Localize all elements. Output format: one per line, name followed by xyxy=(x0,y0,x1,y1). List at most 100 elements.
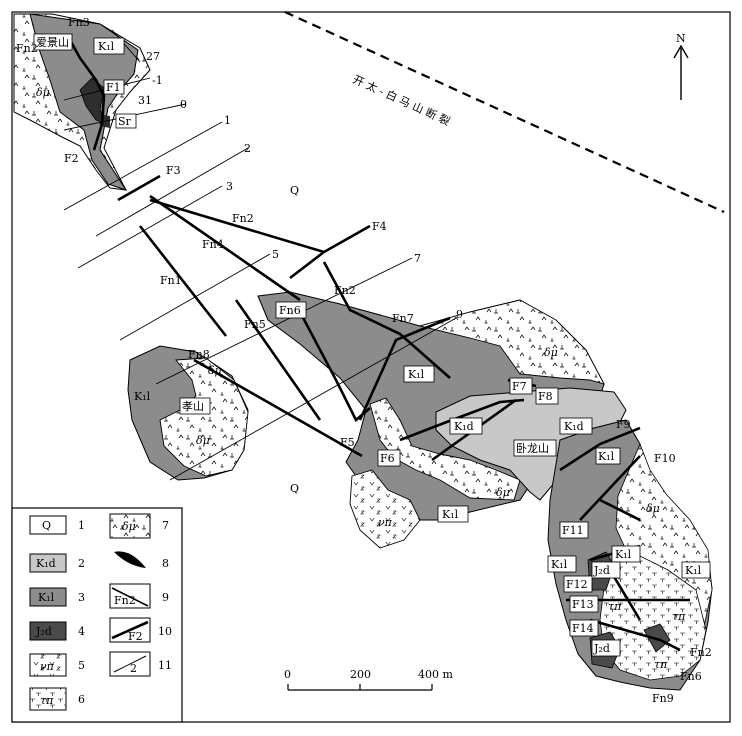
fault-label-fn2: Fn2 xyxy=(232,212,254,225)
unit-tpi: τπ xyxy=(608,600,622,613)
north-label: N xyxy=(676,32,686,45)
fault-label-f14: F14 xyxy=(572,622,594,635)
legend-number: 10 xyxy=(158,625,172,638)
legend-number: 3 xyxy=(78,591,85,604)
legend-symbol: 2 xyxy=(130,662,137,675)
fault-label-fn7: Fn7 xyxy=(392,312,414,325)
fault-label-fn1: Fn1 xyxy=(160,274,182,287)
fault-label-fn2: Fn2 xyxy=(334,284,356,297)
section-numbers: 27 -1 31 0 1 2 3 5 7 9 xyxy=(138,50,463,321)
unit-dmu: δμ xyxy=(544,346,558,359)
legend-symbol: K₁d xyxy=(36,557,56,570)
unit-dmu: δμ xyxy=(196,434,210,447)
legend-number: 2 xyxy=(78,557,85,570)
legend-number: 7 xyxy=(162,519,169,532)
legend-number: 9 xyxy=(162,591,169,604)
fault-label-fn6: Fn6 xyxy=(279,304,301,317)
legend-swatch-vpi xyxy=(29,653,67,677)
legend-swatch-q xyxy=(29,515,67,535)
section-number: 1 xyxy=(224,114,231,127)
legend-symbol: F2 xyxy=(128,630,143,643)
legend-frame xyxy=(11,507,183,723)
fault-label-fn4: Fn4 xyxy=(202,238,224,251)
fault-label-f11: F11 xyxy=(562,524,584,537)
unit-k1l: K₁l xyxy=(615,548,632,561)
unit-tpi: τπ xyxy=(654,658,668,671)
section-number: 5 xyxy=(272,248,279,261)
scale-tick-200: 200 xyxy=(350,668,371,681)
regional-fault-line xyxy=(284,10,725,214)
fault-label-fn3: Fn3 xyxy=(68,16,90,29)
scale-tick-400: 400 m xyxy=(418,668,453,681)
fault-label-f2: F2 xyxy=(64,152,79,165)
unit-dmu: δμ xyxy=(36,86,50,99)
legend-number: 4 xyxy=(78,625,85,638)
fault-label-f8: F8 xyxy=(538,390,553,403)
unit-dmu: δμ xyxy=(496,486,510,499)
unit-k1l: K₁l xyxy=(442,508,459,521)
legend-swatch-dmu xyxy=(109,513,151,539)
legend-number: 8 xyxy=(162,557,169,570)
place-xiaoshan: 孝山 xyxy=(182,400,204,413)
unit-k1l: K₁l xyxy=(98,40,115,53)
legend-symbol: νπ xyxy=(40,660,55,673)
unit-k1d: K₁d xyxy=(564,420,584,433)
unit-dmu: δμ xyxy=(646,502,660,515)
fault-label-f7: F7 xyxy=(512,380,527,393)
unit-j2d: J₂d xyxy=(593,642,610,655)
fault-label-fn9: Fn9 xyxy=(652,692,674,705)
fault-label-fn5: Fn5 xyxy=(244,318,266,331)
legend-symbol: δμ xyxy=(122,520,136,533)
unit-k1l: K₁l xyxy=(551,558,568,571)
unit-k1l: K₁l xyxy=(685,564,702,577)
fault-label-fn6: Fn6 xyxy=(680,670,702,683)
section-number: 9 xyxy=(456,308,463,321)
legend-number: 11 xyxy=(158,659,172,672)
fault-label-fn8: Fn8 xyxy=(188,348,210,361)
section-number: 0 xyxy=(180,98,187,111)
unit-f1: F1 xyxy=(106,81,121,94)
legend-swatch-k1d xyxy=(29,553,67,573)
place-aijingshan: 爱景山 xyxy=(36,36,69,49)
section-number: 7 xyxy=(414,252,421,265)
legend: Q 1 K₁d 2 K₁l 3 J₂d 4 νπ 5 τπ 6 δμ 7 8 F… xyxy=(11,507,183,723)
legend-symbol: J₂d xyxy=(35,625,52,638)
legend-number: 6 xyxy=(78,693,85,706)
legend-swatch-tpi xyxy=(29,687,67,711)
scale-bar: 0 200 400 m xyxy=(284,668,453,691)
north-arrow: N xyxy=(673,32,689,100)
legend-symbol: Q xyxy=(42,519,51,532)
section-number: 3 xyxy=(226,180,233,193)
unit-sr: Sr xyxy=(118,115,132,128)
fault-label-f12: F12 xyxy=(566,578,588,591)
fault-label-f9: F9 xyxy=(616,418,631,431)
fault-label-fn2: Fn2 xyxy=(16,42,38,55)
fault-label-f6: F6 xyxy=(380,452,395,465)
legend-swatch-j2d xyxy=(29,621,67,641)
unit-tpi: τπ xyxy=(672,610,686,623)
unit-k1l: K₁l xyxy=(598,450,615,463)
unit-j2d: J₂d xyxy=(593,564,610,577)
section-number: 31 xyxy=(138,94,152,107)
legend-symbol: K₁l xyxy=(38,591,55,604)
legend-symbol: Fn2 xyxy=(114,594,136,607)
section-number: 2 xyxy=(244,142,251,155)
section-number: -1 xyxy=(152,74,163,87)
legend-symbol: τπ xyxy=(40,694,54,707)
quaternary-label: Q xyxy=(290,184,299,197)
legend-swatch-orebody xyxy=(114,551,146,568)
fault-label-f3: F3 xyxy=(166,164,181,177)
section-number: 27 xyxy=(146,50,160,63)
scale-tick-0: 0 xyxy=(284,668,291,681)
unit-dmu: δμ xyxy=(208,364,222,377)
unit-k1d: K₁d xyxy=(454,420,474,433)
legend-number: 5 xyxy=(78,659,85,672)
fault-label-f5: F5 xyxy=(340,436,355,449)
place-names: 爱景山 孝山 卧龙山 xyxy=(33,33,557,457)
unit-k1l: K₁l xyxy=(134,390,151,403)
fault-label-f4: F4 xyxy=(372,220,387,233)
unit-labels: K₁l δμ F1 Sr K₁l δμ K₁d K₁d K₁l δμ νπ K₁… xyxy=(36,37,711,671)
legend-number: 1 xyxy=(78,519,85,532)
fault-label-fn2: Fn2 xyxy=(690,646,712,659)
